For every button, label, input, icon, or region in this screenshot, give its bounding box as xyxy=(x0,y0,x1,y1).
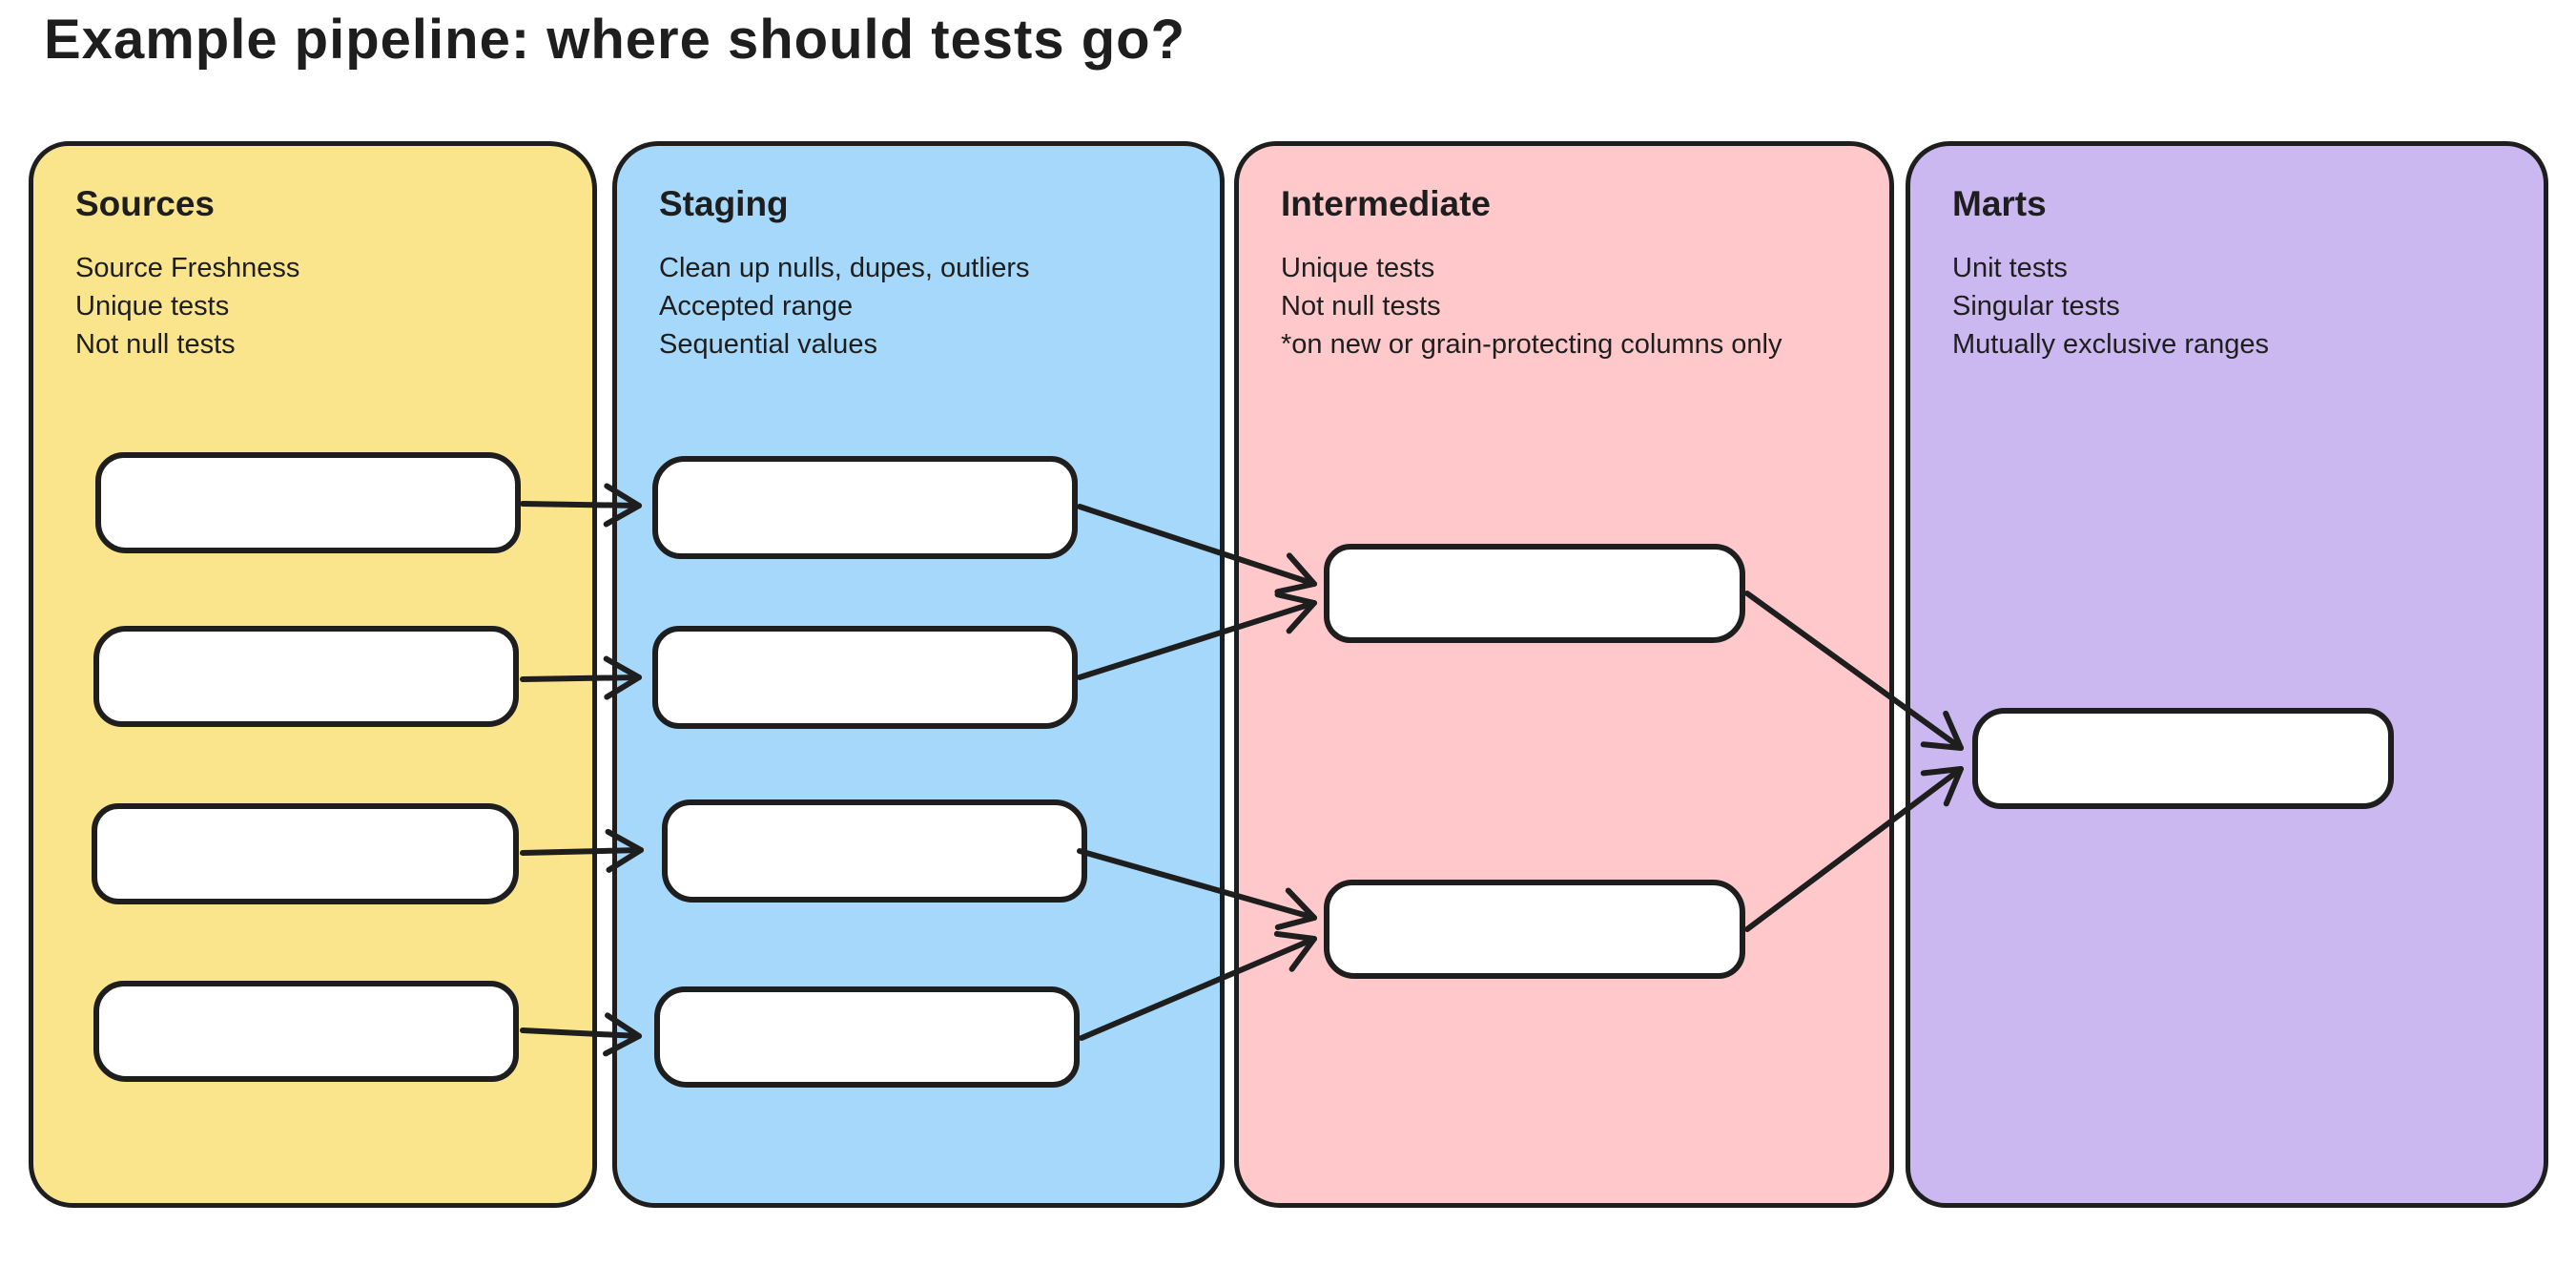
note-line: Unit tests xyxy=(1952,253,2068,283)
model-box-mart-1 xyxy=(1972,708,2394,809)
column-marts: Marts Unit tests Singular tests Mutually… xyxy=(1906,141,2548,1208)
column-sources-header: Sources xyxy=(75,184,216,223)
model-box-staging-4 xyxy=(654,986,1080,1088)
column-intermediate: Intermediate Unique tests Not null tests… xyxy=(1234,141,1894,1208)
model-box-staging-3 xyxy=(662,799,1087,903)
model-box-staging-1 xyxy=(652,456,1078,559)
model-box-source-4 xyxy=(93,981,519,1082)
column-marts-header: Marts xyxy=(1952,184,2047,223)
note-line: Sequential values xyxy=(659,329,877,360)
note-line: Not null tests xyxy=(75,329,236,360)
note-line: Accepted range xyxy=(659,291,854,322)
note-line: Singular tests xyxy=(1952,291,2120,322)
note-line: Not null tests xyxy=(1281,291,1441,322)
note-line: Clean up nulls, dupes, outliers xyxy=(659,253,1030,283)
column-intermediate-notes: Unique tests Not null tests *on new or g… xyxy=(1281,249,1783,363)
model-box-source-1 xyxy=(95,452,521,553)
column-marts-notes: Unit tests Singular tests Mutually exclu… xyxy=(1952,249,2269,363)
diagram-title: Example pipeline: where should tests go? xyxy=(44,9,1185,71)
note-line: Unique tests xyxy=(75,291,230,322)
model-box-intermediate-2 xyxy=(1324,880,1745,979)
model-box-staging-2 xyxy=(652,626,1078,729)
column-staging-header: Staging xyxy=(659,184,789,223)
model-box-intermediate-1 xyxy=(1324,544,1745,643)
note-line: Unique tests xyxy=(1281,253,1435,283)
note-line: Mutually exclusive ranges xyxy=(1952,329,2270,360)
column-sources-notes: Source Freshness Unique tests Not null t… xyxy=(75,249,299,363)
column-staging-notes: Clean up nulls, dupes, outliers Accepted… xyxy=(659,249,1030,363)
note-line: Source Freshness xyxy=(75,253,300,283)
model-box-source-3 xyxy=(92,803,519,904)
column-intermediate-header: Intermediate xyxy=(1281,184,1492,223)
note-line: *on new or grain-protecting columns only xyxy=(1281,329,1783,360)
model-box-source-2 xyxy=(93,626,519,727)
